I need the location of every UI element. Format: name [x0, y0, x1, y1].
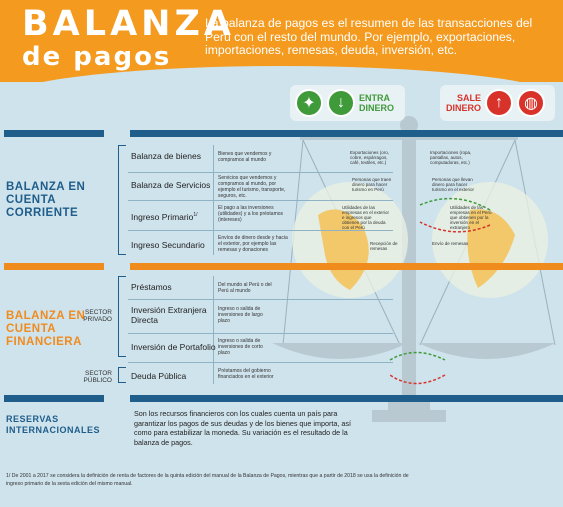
separator — [128, 172, 393, 173]
separator — [128, 362, 393, 363]
item-ingreso-primario: Ingreso Primario1/ — [131, 210, 198, 222]
current-account-title: BALANZA EN CUENTA CORRIENTE — [6, 181, 86, 219]
reserves-bar-right — [130, 395, 563, 402]
note-profits-in: Utilidades de las empresas en el Perú qu… — [450, 205, 492, 230]
item-ingreso-secundario: Ingreso Secundario — [131, 240, 205, 250]
note-imports: Importaciones (ropa, pantallas, autos, c… — [430, 150, 472, 165]
item-deuda-publica: Deuda Pública — [131, 371, 187, 381]
separator — [128, 333, 393, 334]
column-divider — [213, 145, 214, 255]
current-bracket — [118, 145, 126, 255]
current-bar-left — [4, 130, 104, 137]
note-remit-out: Envío de remesas — [432, 241, 469, 246]
financial-bar-left — [4, 263, 104, 270]
intro-text: La balanza de pagos es el resumen de las… — [205, 16, 533, 57]
inflow-legend: ✦ ↓ ENTRA DINERO — [290, 85, 405, 121]
peru-map-icon: ✦ — [295, 89, 323, 117]
desc-prestamos: Del mundo al Perú o del Perú al mundo — [218, 282, 272, 294]
outflow-legend: SALE DINERO ↑ ◍ — [440, 85, 555, 121]
financial-bar-right — [130, 263, 563, 270]
desc-ingreso-primario: El pago a las inversiones (utilidades) y… — [218, 205, 284, 223]
public-sector-label: SECTOR PÚBLICO — [83, 370, 112, 384]
item-balanza-servicios: Balanza de Servicios — [131, 180, 211, 190]
inflow-label-2: DINERO — [359, 103, 395, 113]
footnote-mark: 1/ — [193, 212, 198, 218]
page-title: BALANZA — [22, 4, 235, 44]
private-bracket — [118, 276, 126, 357]
private-sector-label: SECTOR PRIVADO — [83, 309, 112, 323]
note-tourism-out: Personas que llevan dinero para hacer tu… — [432, 177, 475, 192]
reserves-bar-left — [4, 395, 104, 402]
separator — [128, 200, 393, 201]
current-bar-right — [130, 130, 563, 137]
world-icon: ◍ — [517, 89, 546, 117]
desc-inversion-directa: Ingreso o salida de inversiones de largo… — [218, 306, 263, 324]
reserves-description: Son los recursos financieros con los cua… — [134, 409, 351, 447]
page-subtitle: de pagos — [22, 42, 172, 72]
inflow-label-1: ENTRA — [359, 93, 390, 103]
footnote: 1/ De 2001 a 2017 se considera la defini… — [6, 473, 409, 487]
note-remit-in: Recepción de remesas — [370, 241, 398, 251]
public-bracket — [118, 367, 126, 383]
item-ingreso-primario-label: Ingreso Primario — [131, 211, 194, 222]
item-inversion-portafolio: Inversión de Portafolio — [131, 342, 216, 352]
desc-inversion-portafolio: Ingreso o salida de inversiones de corto… — [218, 338, 263, 356]
desc-ingreso-secundario: Envíos de dinero desde y hacia el exteri… — [218, 235, 288, 253]
arrow-up-icon: ↑ — [485, 89, 514, 117]
item-balanza-bienes: Balanza de bienes — [131, 151, 201, 161]
separator — [128, 299, 393, 300]
desc-balanza-bienes: Bienes que vendemos y compramos al mundo — [218, 151, 272, 163]
item-prestamos: Préstamos — [131, 282, 172, 292]
outflow-label-2: DINERO — [446, 103, 482, 113]
note-exports: Exportaciones (oro, cobre, espárragos, c… — [350, 150, 390, 165]
outflow-label-1: SALE — [457, 93, 482, 103]
column-divider — [213, 276, 214, 384]
arrow-down-icon: ↓ — [327, 89, 355, 117]
note-tourism-in: Personas que traen dinero para hacer tur… — [352, 177, 392, 192]
separator — [128, 230, 393, 231]
reserves-title: RESERVAS INTERNACIONALES — [6, 414, 101, 435]
desc-deuda-publica: Préstamos del gobierno financiados en el… — [218, 368, 274, 380]
note-profits-out: Utilidades de las empresas en el exterio… — [342, 205, 390, 230]
financial-account-title: BALANZA EN CUENTA FINANCIERA — [6, 310, 86, 348]
desc-balanza-servicios: Servicios que vendemos y compramos al mu… — [218, 175, 286, 199]
item-inversion-directa: Inversión Extranjera Directa — [131, 305, 207, 325]
